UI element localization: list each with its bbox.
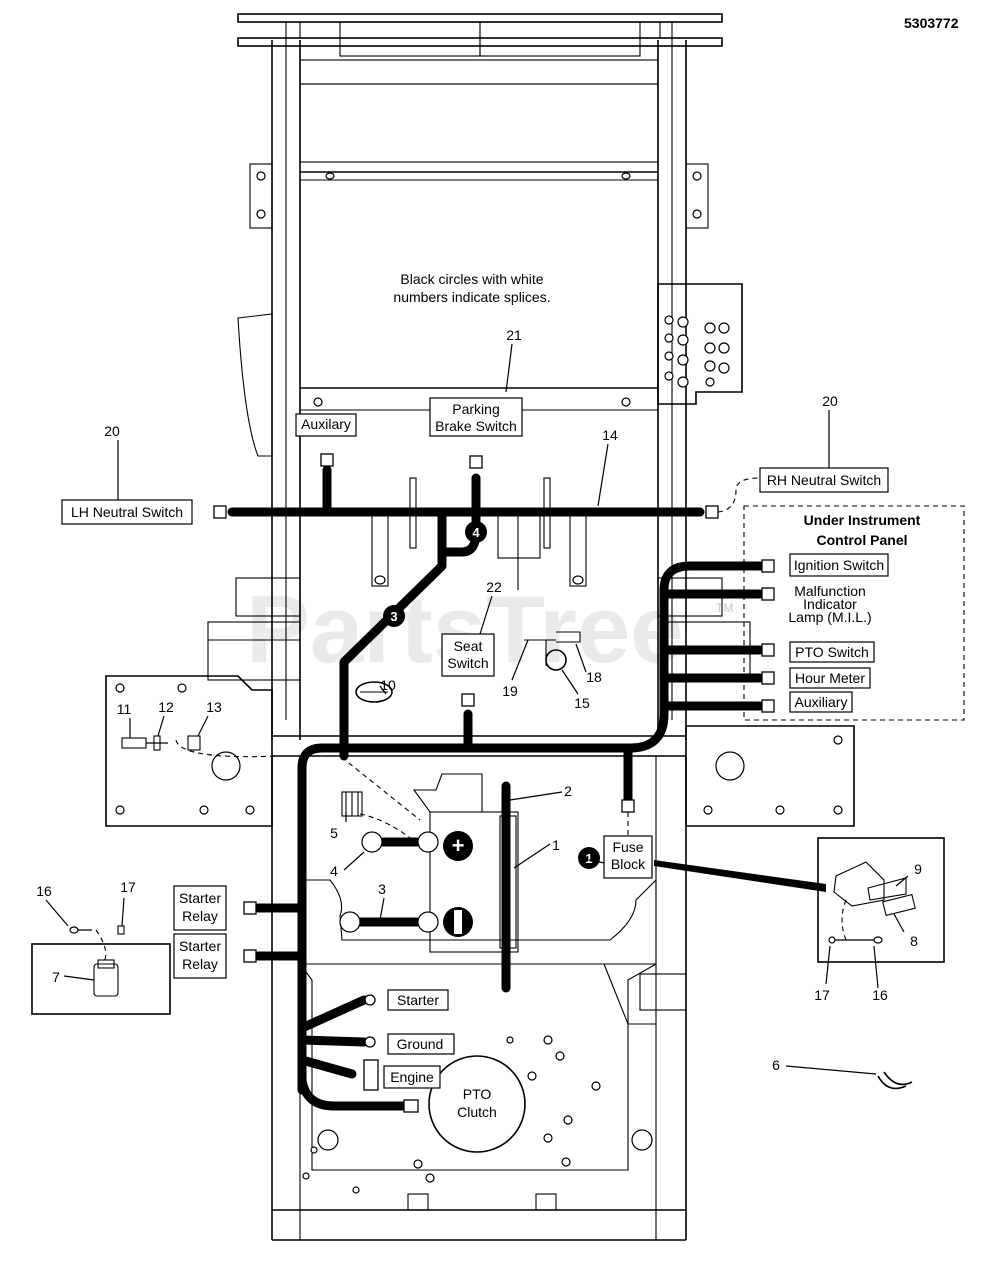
parking-brake-label-1: Parking <box>452 401 499 417</box>
svg-text:+: + <box>452 833 465 858</box>
callout-2: 2 <box>564 783 572 799</box>
callout-20-left: 20 <box>104 423 120 439</box>
engine-label: Engine <box>390 1069 434 1085</box>
callout-8: 8 <box>910 933 918 949</box>
starter-relay-2-label-2: Relay <box>182 956 218 972</box>
callout-21: 21 <box>506 327 522 343</box>
mil-label-2: Indicator <box>803 596 857 612</box>
rh-neutral-switch-label: RH Neutral Switch <box>767 472 881 488</box>
parking-brake-label-2: Brake Switch <box>435 418 517 434</box>
label-boxes <box>61 397 965 1089</box>
hour-meter-label: Hour Meter <box>795 670 865 686</box>
panel-title-1: Under Instrument <box>804 512 921 528</box>
starter-relay-1-label-2: Relay <box>182 908 218 924</box>
auxilary-label: Auxilary <box>301 416 351 432</box>
fuse-block-label-2: Block <box>611 856 646 872</box>
ignition-switch-label: Ignition Switch <box>794 557 884 573</box>
lh-neutral-switch-label: LH Neutral Switch <box>71 504 183 520</box>
mower-frame <box>105 13 855 1241</box>
callout-5: 5 <box>330 825 338 841</box>
leader-dashes <box>95 477 847 963</box>
callout-numbers: 1 2 3 4 5 6 7 8 9 10 11 12 13 14 15 16 1… <box>36 327 922 1073</box>
splice-3 <box>383 605 405 627</box>
callout-22: 22 <box>486 579 502 595</box>
callout-14: 14 <box>602 427 618 443</box>
pto-switch-label: PTO Switch <box>795 644 869 660</box>
callout-20-right: 20 <box>822 393 838 409</box>
pto-clutch-label-1: PTO <box>463 1086 492 1102</box>
seat-switch-label-1: Seat <box>454 638 483 654</box>
callout-6: 6 <box>772 1057 780 1073</box>
callout-12: 12 <box>158 699 174 715</box>
callout-17-right: 17 <box>814 987 830 1003</box>
wire-harness <box>227 465 775 1111</box>
battery: + <box>339 831 473 937</box>
callout-4: 4 <box>330 863 338 879</box>
pto-clutch-label-2: Clutch <box>457 1104 497 1120</box>
callout-13: 13 <box>206 699 222 715</box>
svg-text:1: 1 <box>585 851 592 866</box>
splice-4 <box>465 521 487 543</box>
callout-9: 9 <box>914 861 922 877</box>
starter-relay-1-label-1: Starter <box>179 890 221 906</box>
splices: 4 3 1 <box>383 521 600 869</box>
callout-leaders <box>45 343 909 1075</box>
starter-relay-2-label-1: Starter <box>179 938 221 954</box>
callout-16-left: 16 <box>36 883 52 899</box>
svg-text:3: 3 <box>390 609 397 624</box>
splice-note-line1: Black circles with white <box>400 271 543 287</box>
watermark-tm: TM <box>716 601 733 615</box>
panel-auxiliary-label: Auxiliary <box>795 694 848 710</box>
connectors <box>213 453 775 1113</box>
callout-7: 7 <box>52 969 60 985</box>
callout-18: 18 <box>586 669 602 685</box>
callout-15: 15 <box>574 695 590 711</box>
callout-19: 19 <box>502 683 518 699</box>
svg-text:4: 4 <box>472 525 480 540</box>
fuse-block-label-1: Fuse <box>612 839 643 855</box>
callout-1: 1 <box>552 837 560 853</box>
splice-1 <box>578 847 600 869</box>
callout-3: 3 <box>378 881 386 897</box>
mil-label-1: Malfunction <box>794 583 866 599</box>
document-number: 5303772 <box>904 15 959 31</box>
mil-label-3: Lamp (M.I.L.) <box>788 609 871 625</box>
starter-label: Starter <box>397 992 439 1008</box>
seat-switch-label-2: Switch <box>447 655 488 671</box>
fuse-block-leader <box>654 860 826 892</box>
splice-note-line2: numbers indicate splices. <box>393 289 550 305</box>
callout-16-right: 16 <box>872 987 888 1003</box>
panel-title-2: Control Panel <box>816 532 907 548</box>
callout-10: 10 <box>380 677 396 693</box>
callout-11: 11 <box>117 701 132 717</box>
ground-label: Ground <box>397 1036 444 1052</box>
callout-17-left: 17 <box>120 879 136 895</box>
